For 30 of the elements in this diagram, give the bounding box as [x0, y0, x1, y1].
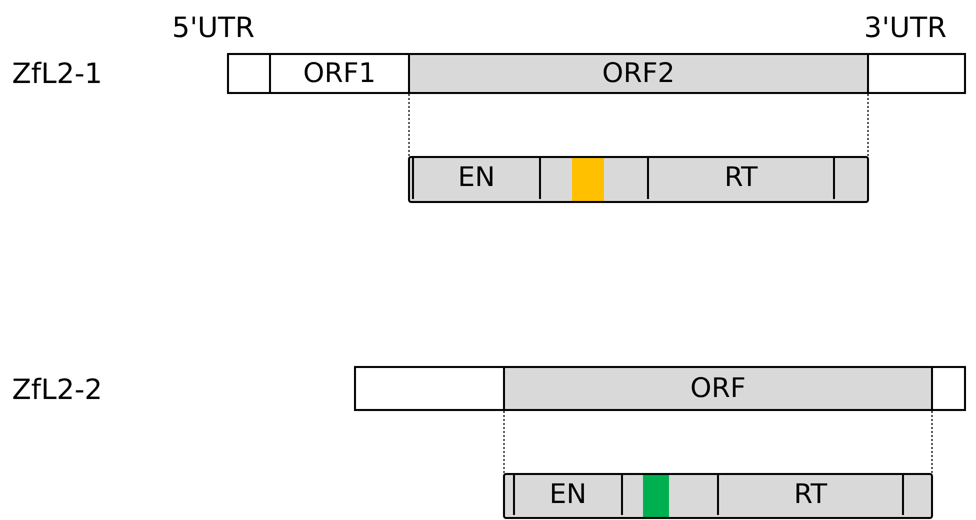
- utr-box: [931, 366, 966, 411]
- segment-label: RT: [794, 480, 828, 508]
- domain-box: [717, 473, 904, 515]
- domain-box: [412, 156, 541, 199]
- projection-line: [931, 411, 933, 473]
- utr-box: [227, 53, 271, 94]
- orf-box: [269, 53, 410, 94]
- protein-bar: [408, 156, 869, 203]
- segment-label: EN: [549, 480, 587, 508]
- orf-box: [408, 53, 869, 94]
- motif-block: [572, 158, 604, 201]
- projection-line: [408, 94, 410, 156]
- transcript-label: ZfL2-2: [12, 376, 102, 404]
- projection-line: [867, 94, 869, 156]
- utr-box: [354, 366, 505, 411]
- transcript-label: ZfL2-1: [12, 60, 102, 88]
- utr-box: [867, 53, 966, 94]
- region-label: 5'UTR: [172, 14, 255, 42]
- projection-line: [503, 411, 505, 473]
- region-label: 3'UTR: [864, 14, 947, 42]
- segment-label: EN: [458, 164, 496, 191]
- segment-label: ORF2: [602, 60, 675, 87]
- motif-block: [643, 475, 669, 517]
- segment-label: RT: [724, 164, 758, 191]
- orf-box: [503, 366, 933, 411]
- domain-box: [647, 156, 835, 199]
- segment-label: ORF1: [303, 60, 376, 87]
- segment-label: ORF: [690, 375, 746, 402]
- protein-bar: [503, 473, 933, 519]
- domain-box: [513, 473, 623, 515]
